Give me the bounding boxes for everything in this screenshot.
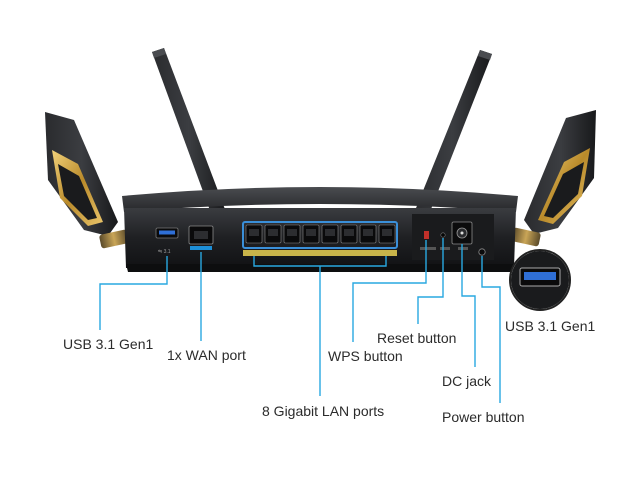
svg-text:⇋ 3.1: ⇋ 3.1	[158, 249, 171, 255]
leader-lan	[253, 256, 387, 396]
lan-port	[245, 224, 263, 244]
usb-zoom-inset	[509, 249, 571, 311]
wan-port	[188, 225, 214, 250]
lan-port	[321, 224, 339, 244]
lan-ports	[245, 224, 396, 244]
lan-port-block	[242, 221, 398, 256]
lan-port	[340, 224, 358, 244]
power-button-shape	[478, 248, 486, 256]
right-flag-antenna	[511, 110, 596, 247]
wps-button-shape	[424, 231, 429, 239]
leader-wps	[352, 240, 427, 342]
callout-wan-port: 1x WAN port	[167, 347, 246, 363]
usb-port-left: ⇋ 3.1	[155, 227, 179, 255]
leader-usb-left	[99, 256, 168, 330]
leader-dc	[461, 244, 476, 367]
leader-lines	[99, 238, 501, 403]
left-flag-antenna	[45, 112, 129, 249]
reset-hole-shape	[440, 232, 446, 238]
callout-usb-left: USB 3.1 Gen1	[63, 336, 154, 352]
left-tall-antenna	[152, 48, 226, 216]
callout-lan-ports: 8 Gigabit LAN ports	[262, 403, 385, 419]
callout-usb-right: USB 3.1 Gen1	[505, 318, 596, 334]
callout-power-button: Power button	[442, 409, 525, 425]
callout-dc-jack: DC jack	[442, 373, 492, 389]
right-tall-antenna	[412, 50, 492, 222]
leader-power	[481, 256, 501, 403]
lan-port	[264, 224, 282, 244]
leader-reset	[417, 238, 444, 324]
lan-port	[378, 224, 396, 244]
callout-reset-button: Reset button	[377, 330, 457, 346]
lan-port	[302, 224, 320, 244]
right-control-panel	[412, 214, 494, 260]
lan-port	[359, 224, 377, 244]
callout-wps-button: WPS button	[328, 348, 403, 364]
lan-port	[283, 224, 301, 244]
